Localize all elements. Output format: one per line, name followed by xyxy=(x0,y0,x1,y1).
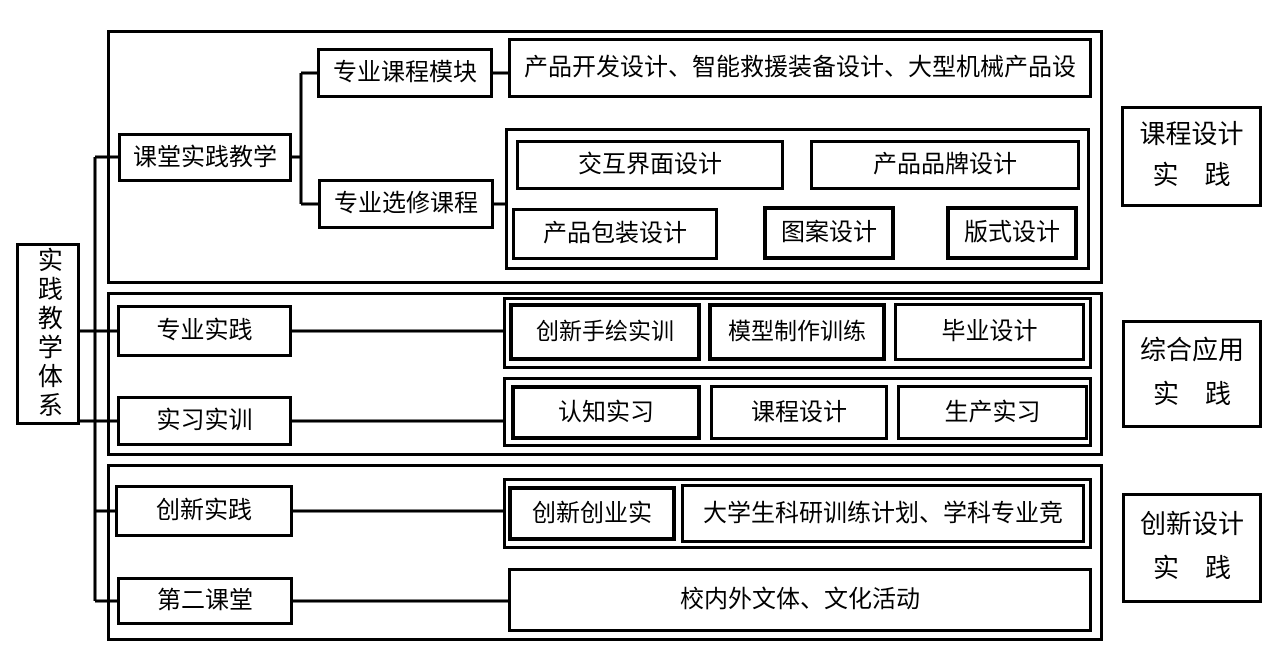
node-course-pattern-design: 图案设计 xyxy=(763,206,895,260)
node-cognition-internship: 认知实习 xyxy=(511,385,701,440)
node-second-classroom: 第二课堂 xyxy=(117,577,293,625)
side-label-course-design-practice: 课程设计 实 践 xyxy=(1121,106,1262,207)
node-classroom-teaching: 课堂实践教学 xyxy=(118,133,292,182)
node-production-internship: 生产实习 xyxy=(897,385,1088,440)
side-label-line2: 实 践 xyxy=(1152,161,1231,192)
node-internship-training: 实习实训 xyxy=(117,396,292,446)
side-label-line2: 实 践 xyxy=(1152,554,1231,585)
node-graduation-design: 毕业设计 xyxy=(894,303,1085,361)
node-model-making: 模型制作训练 xyxy=(708,303,886,361)
side-label-innovation-design-practice: 创新设计 实 践 xyxy=(1122,493,1262,603)
side-label-line1: 综合应用 xyxy=(1139,336,1244,367)
section-applied-frame xyxy=(107,292,1103,456)
wire-classroom-bracket xyxy=(292,71,318,206)
node-required-courses: 产品开发设计、智能救援装备设计、大型机械产品设 xyxy=(508,38,1092,98)
side-label-line2: 实 践 xyxy=(1152,380,1231,411)
node-innovation-practice: 创新实践 xyxy=(115,485,293,537)
section-classroom-frame xyxy=(107,30,1103,284)
node-course-product-packaging: 产品包装设计 xyxy=(512,208,718,260)
node-entrepreneurship: 创新创业实 xyxy=(508,486,676,541)
node-module-required: 专业课程模块 xyxy=(317,48,493,98)
node-module-elective: 专业选修课程 xyxy=(318,179,494,229)
side-label-line1: 课程设计 xyxy=(1139,119,1244,150)
node-cultural-activities: 校内外文体、文化活动 xyxy=(508,568,1092,632)
side-label-line1: 创新设计 xyxy=(1139,509,1244,540)
node-course-interaction-ui: 交互界面设计 xyxy=(516,140,784,190)
node-research-training-competition: 大学生科研训练计划、学科专业竞 xyxy=(681,484,1085,543)
side-label-comprehensive-practice: 综合应用 实 践 xyxy=(1122,320,1262,428)
root-node: 实践教学体系 xyxy=(16,243,80,425)
node-course-product-brand: 产品品牌设计 xyxy=(810,140,1080,190)
node-sketch-training: 创新手绘实训 xyxy=(509,303,701,361)
section-innovation-frame xyxy=(107,464,1103,641)
node-course-design: 课程设计 xyxy=(710,385,888,440)
node-professional-practice: 专业实践 xyxy=(117,305,292,357)
node-course-layout-design: 版式设计 xyxy=(946,206,1078,260)
